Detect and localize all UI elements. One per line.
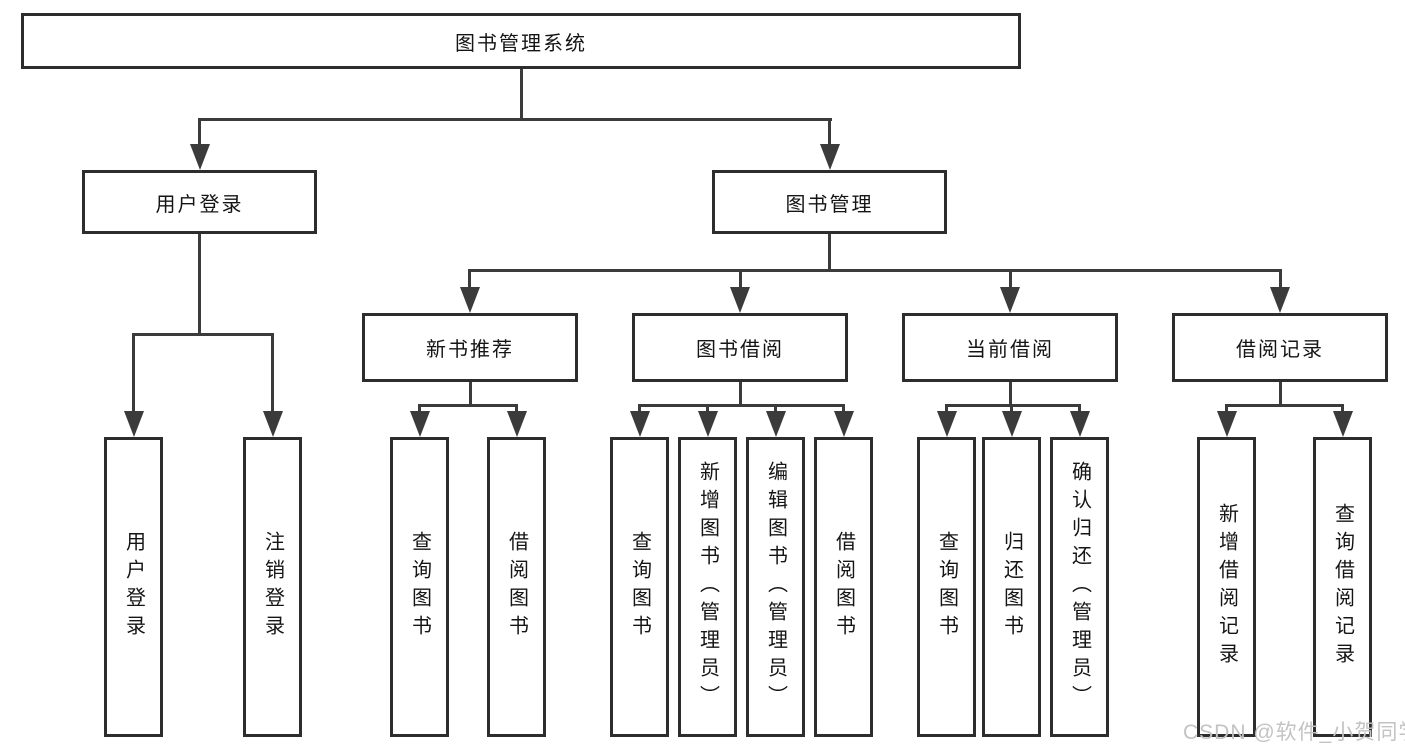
node-user-login: 用户登录 bbox=[82, 170, 317, 234]
connector-line bbox=[842, 404, 845, 414]
arrow-down-icon bbox=[834, 411, 854, 437]
arrow-down-icon bbox=[820, 144, 840, 170]
arrow-down-icon bbox=[730, 287, 750, 313]
connector-line bbox=[774, 404, 777, 414]
leaf-label: 借阅图书 bbox=[505, 531, 528, 643]
leaf-label: 借阅图书 bbox=[832, 531, 855, 643]
connector-line bbox=[418, 404, 518, 407]
node-label: 图书管理 bbox=[785, 193, 874, 216]
connector-line bbox=[828, 234, 831, 272]
connector-line bbox=[1225, 404, 1228, 414]
node-root: 图书管理系统 bbox=[21, 13, 1021, 69]
leaf-label: 新增图书（管理员） bbox=[696, 461, 719, 713]
node-label: 新书推荐 bbox=[426, 339, 514, 361]
connector-line bbox=[1279, 269, 1282, 289]
node-label: 用户登录 bbox=[155, 193, 244, 216]
connector-line bbox=[828, 118, 831, 146]
connector-line bbox=[739, 382, 742, 407]
arrow-down-icon bbox=[1333, 411, 1353, 437]
leaf-confirm-return-admin: 确认归还（管理员） bbox=[1050, 437, 1109, 737]
leaf-label: 查询借阅记录 bbox=[1331, 503, 1354, 671]
connector-line bbox=[945, 404, 948, 414]
connector-line bbox=[468, 269, 471, 289]
connector-line bbox=[1279, 382, 1282, 407]
connector-line bbox=[1009, 382, 1012, 407]
connector-line bbox=[1225, 404, 1344, 407]
arrow-down-icon bbox=[507, 411, 527, 437]
node-label: 图书借阅 bbox=[696, 339, 784, 361]
connector-line bbox=[706, 404, 709, 414]
node-borrow-record: 借阅记录 bbox=[1172, 313, 1388, 382]
connector-line bbox=[1341, 404, 1344, 414]
leaf-query-borrow-record: 查询借阅记录 bbox=[1313, 437, 1372, 737]
leaf-borrow-book-recommend: 借阅图书 bbox=[487, 437, 546, 737]
leaf-label: 确认归还（管理员） bbox=[1068, 461, 1091, 713]
leaf-label: 查询图书 bbox=[408, 531, 431, 643]
connector-line bbox=[418, 404, 421, 414]
connector-line bbox=[1009, 269, 1012, 289]
arrow-down-icon bbox=[630, 411, 650, 437]
node-root-label: 图书管理系统 bbox=[455, 32, 587, 55]
connector-line bbox=[271, 333, 274, 413]
arrow-down-icon bbox=[124, 411, 144, 437]
leaf-add-book-admin: 新增图书（管理员） bbox=[678, 437, 737, 737]
leaf-query-book-borrow: 查询图书 bbox=[610, 437, 669, 737]
arrow-down-icon bbox=[410, 411, 430, 437]
node-book-management: 图书管理 bbox=[712, 170, 947, 234]
leaf-label: 编辑图书（管理员） bbox=[764, 461, 787, 713]
connector-line bbox=[638, 404, 641, 414]
node-book-borrow: 图书借阅 bbox=[632, 313, 848, 382]
connector-line bbox=[132, 333, 135, 413]
leaf-label: 新增借阅记录 bbox=[1215, 503, 1238, 671]
arrow-down-icon bbox=[937, 411, 957, 437]
connector-line bbox=[638, 404, 845, 407]
arrow-down-icon bbox=[1217, 411, 1237, 437]
connector-line bbox=[515, 404, 518, 414]
leaf-query-book-current: 查询图书 bbox=[917, 437, 976, 737]
node-current-borrow: 当前借阅 bbox=[902, 313, 1118, 382]
arrow-down-icon bbox=[1070, 411, 1090, 437]
node-new-book-recommend: 新书推荐 bbox=[362, 313, 578, 382]
csdn-watermark: CSDN @软件_小贺同学 bbox=[1183, 721, 1405, 744]
arrow-down-icon bbox=[1000, 287, 1020, 313]
arrow-down-icon bbox=[263, 411, 283, 437]
arrow-down-icon bbox=[460, 287, 480, 313]
leaf-label: 注销登录 bbox=[261, 531, 284, 643]
node-label: 当前借阅 bbox=[966, 339, 1054, 361]
node-label: 借阅记录 bbox=[1236, 339, 1324, 361]
leaf-label: 查询图书 bbox=[935, 531, 958, 643]
leaf-query-book-recommend: 查询图书 bbox=[390, 437, 449, 737]
connector-line bbox=[1010, 404, 1013, 414]
leaf-label: 查询图书 bbox=[628, 531, 651, 643]
leaf-logout: 注销登录 bbox=[243, 437, 302, 737]
connector-line bbox=[469, 382, 472, 407]
arrow-down-icon bbox=[1270, 287, 1290, 313]
connector-line bbox=[198, 118, 832, 121]
connector-line bbox=[520, 69, 523, 120]
leaf-edit-book-admin: 编辑图书（管理员） bbox=[746, 437, 805, 737]
arrow-down-icon bbox=[698, 411, 718, 437]
connector-line bbox=[945, 404, 1081, 407]
connector-line bbox=[198, 118, 201, 146]
connector-line bbox=[469, 269, 1282, 272]
leaf-return-book: 归还图书 bbox=[982, 437, 1041, 737]
connector-line bbox=[739, 269, 742, 289]
arrow-down-icon bbox=[766, 411, 786, 437]
arrow-down-icon bbox=[1002, 411, 1022, 437]
leaf-user-login: 用户登录 bbox=[104, 437, 163, 737]
leaf-add-borrow-record: 新增借阅记录 bbox=[1197, 437, 1256, 737]
connector-line bbox=[1078, 404, 1081, 414]
leaf-borrow-book: 借阅图书 bbox=[814, 437, 873, 737]
arrow-down-icon bbox=[190, 144, 210, 170]
connector-line bbox=[132, 333, 274, 336]
leaf-label: 归还图书 bbox=[1000, 531, 1023, 643]
leaf-label: 用户登录 bbox=[122, 531, 145, 643]
connector-line bbox=[198, 234, 201, 336]
